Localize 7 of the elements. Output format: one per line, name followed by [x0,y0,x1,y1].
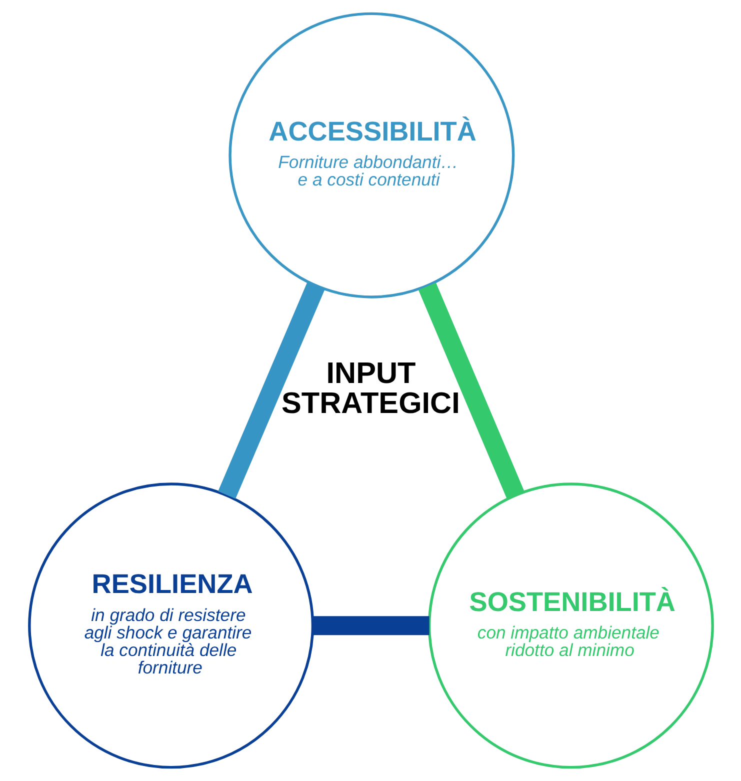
label: INPUT STRATEGICI [281,357,460,420]
node-circle: SOSTENIBILITÀ con impatto ambientale ridotto al minimo [427,482,714,769]
connector [218,282,324,499]
connector [312,616,429,636]
node-circle: RESILIENZA in grado di resistere agli shock e garantire la continuità delle forniture [28,482,314,769]
connector [418,282,524,499]
node-circle: ACCESSIBILITÀ Forniture abbondanti… e a costi contenuti [228,12,514,298]
